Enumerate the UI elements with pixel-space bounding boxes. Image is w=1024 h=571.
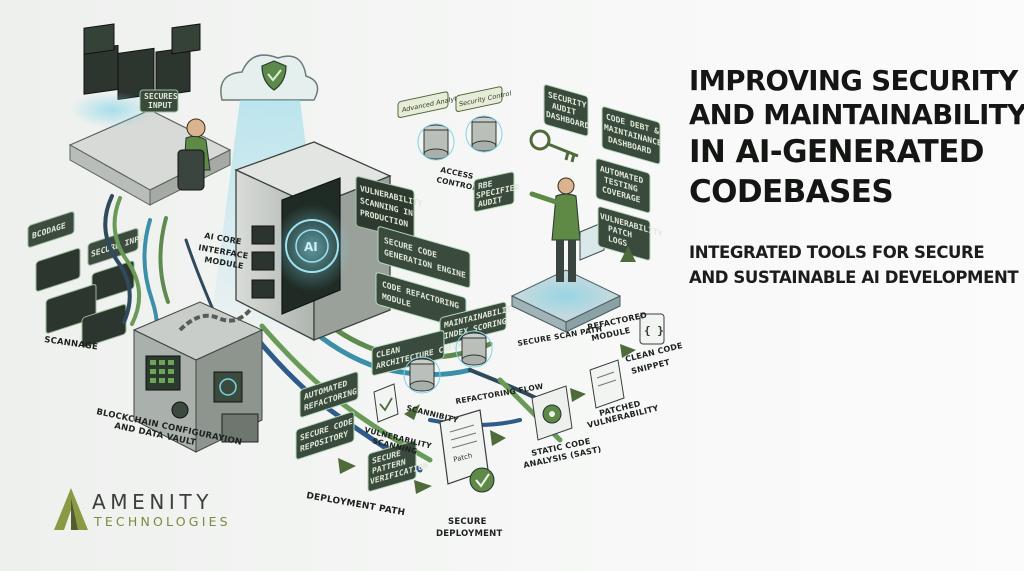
sast-gear-icon (531, 385, 573, 441)
ai-server-tower: AI (234, 141, 392, 342)
amenity-logo: AMENITY TECHNOLOGIES (54, 488, 254, 534)
subtitle-line-1: INTEGRATED TOOLS FOR SECURE (689, 243, 985, 262)
blockchain-vault (132, 301, 264, 453)
presenter-platform (510, 177, 622, 333)
label-secure-deployment-line2: DEPLOYMENT (436, 529, 502, 539)
left-panels-cluster: BCODAGE SECURE INPUT (27, 211, 149, 348)
patched-vulnerability-document (589, 359, 625, 409)
title-line-1: IMPROVING SECURITY (689, 65, 1018, 97)
svg-text:AI: AI (304, 240, 318, 254)
secure-input-panel-top: SECURES INPUT (139, 89, 179, 113)
clean-code-snippet-icon: { } (639, 313, 665, 345)
vulnerability-scanning-doc (373, 383, 399, 423)
svg-text:RBE: RBE (478, 178, 493, 191)
svg-text:SECURES: SECURES (144, 92, 178, 101)
svg-text:INPUT: INPUT (148, 101, 172, 110)
label-deployment-path: DEPLOYMENT PATH (305, 491, 405, 518)
page-title: IMPROVING SECURITY AND MAINTAINABILITY I… (689, 64, 1024, 212)
svg-text:{ }: { } (644, 324, 664, 337)
code-debt-dashboard-panel: CODE DEBT & MAINTAINANCE DASHBOARD (601, 106, 662, 165)
logo-subtitle: TECHNOLOGIES (94, 514, 231, 529)
subtitle-line-2: AND SUSTAINABLE AI DEVELOPMENT (689, 268, 1019, 287)
secure-code-generation-engine-panel: SECURE CODE GENERATION ENGINE (377, 226, 471, 289)
secure-code-repository-panel: SECURE CODE REPOSITORY (295, 411, 355, 460)
security-control-tag: Security Control (455, 86, 511, 112)
amenity-logo-mark-icon (54, 488, 88, 530)
page-subtitle: INTEGRATED TOOLS FOR SECURE AND SUSTAINA… (689, 240, 1019, 290)
title-line-3: IN AI-GENERATED (689, 134, 985, 170)
architecture-diagram: SECURES INPUT BCODAGE SECURE INPUT SCANN… (27, 23, 684, 539)
developer-workstation (68, 23, 232, 206)
title-block: IMPROVING SECURITY AND MAINTAINABILITY I… (689, 64, 1024, 290)
rbac-audit-panel: RBE SPECIFIED AUDIT (473, 171, 519, 212)
logo-name: AMENITY (92, 490, 214, 514)
title-line-4: CODEBASES (689, 174, 894, 210)
secure-deployment-document: Patch (439, 409, 495, 493)
key-icon (529, 129, 579, 163)
security-audit-dashboard-panel: SECURITY AUDIT DASHBOARD (543, 84, 589, 137)
label-secure-deployment-line1: SECURE (448, 517, 487, 527)
flow-arrows (338, 246, 636, 494)
database-cluster (403, 115, 503, 394)
automated-testing-panel: AUTOMATED TESTING COVERAGE (595, 158, 651, 214)
title-line-2: AND MAINTAINABILITY (689, 99, 1024, 131)
